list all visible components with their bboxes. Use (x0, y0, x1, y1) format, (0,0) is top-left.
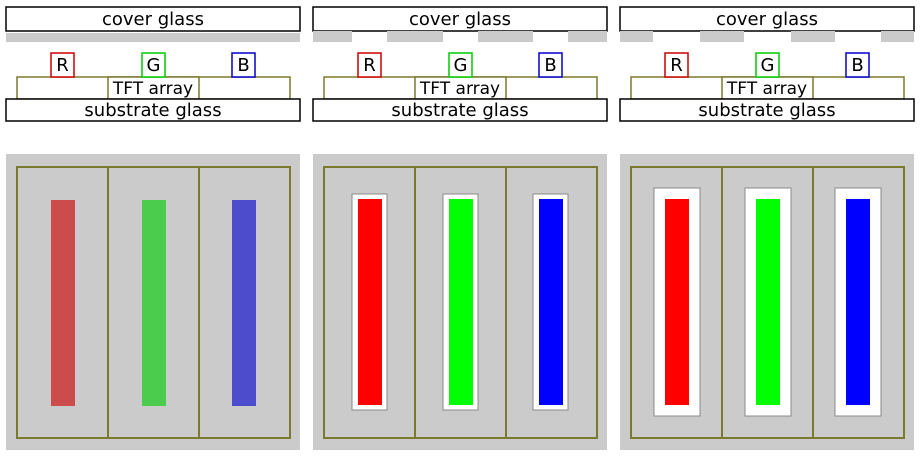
red-subpixel-1 (51, 200, 75, 406)
r-subpixel-box-2 (357, 52, 382, 78)
pixel-frame-2 (323, 166, 598, 439)
tft-array-label-3: TFT array (726, 79, 807, 99)
g-label-3: G (761, 55, 775, 76)
cover-glass-label-2: cover glass (409, 9, 511, 30)
pixel-view-3 (620, 154, 914, 450)
blue-subpixel-3 (846, 199, 870, 405)
pixel-view-2 (313, 154, 607, 450)
cover-glass-1 (5, 6, 301, 32)
substrate-glass-label-2: substrate glass (391, 100, 528, 121)
b-label-3: B (851, 55, 863, 76)
substrate-glass-1 (5, 98, 301, 122)
blue-subpixel-1 (232, 200, 256, 406)
cover-glass-label-1: cover glass (102, 9, 204, 30)
b-label-2: B (544, 55, 556, 76)
g-subpixel-box-3 (755, 52, 780, 78)
green-subpixel-3 (756, 199, 780, 405)
substrate-glass-2 (312, 98, 608, 122)
substrate-glass-label-3: substrate glass (698, 100, 835, 121)
red-subpixel-3 (665, 199, 689, 405)
black-matrix-layer-2 (313, 31, 607, 42)
blue-subpixel-2 (539, 199, 563, 405)
r-subpixel-box-1 (50, 52, 75, 78)
pixel-frame-3 (630, 166, 905, 439)
b-subpixel-box-2 (538, 52, 563, 78)
black-matrix-layer-1 (6, 33, 300, 42)
cross-section-3: cover glass TFT array R G B substrate gl… (619, 6, 915, 122)
b-label-1: B (237, 55, 249, 76)
g-subpixel-box-1 (141, 52, 166, 78)
cover-glass-3 (619, 6, 915, 32)
r-label-3: R (670, 55, 683, 76)
cross-section-1: cover glass TFT array R G B substrate gl… (5, 6, 301, 122)
r-label-1: R (56, 55, 69, 76)
cross-section-2: cover glass TFT array R G B substrate gl… (312, 6, 608, 122)
cover-glass-2 (312, 6, 608, 32)
black-matrix-layer-3 (620, 31, 914, 42)
r-label-2: R (363, 55, 376, 76)
g-label-2: G (454, 55, 468, 76)
red-subpixel-2 (358, 199, 382, 405)
substrate-glass-3 (619, 98, 915, 122)
cover-glass-label-3: cover glass (716, 9, 818, 30)
g-subpixel-box-2 (448, 52, 473, 78)
substrate-glass-label-1: substrate glass (84, 100, 221, 121)
tft-array-label-1: TFT array (112, 79, 193, 99)
g-label-1: G (147, 55, 161, 76)
b-subpixel-box-1 (231, 52, 256, 78)
green-subpixel-1 (142, 200, 166, 406)
green-subpixel-2 (449, 199, 473, 405)
r-subpixel-box-3 (664, 52, 689, 78)
tft-array-label-2: TFT array (419, 79, 500, 99)
b-subpixel-box-3 (845, 52, 870, 78)
pixel-frame-1 (16, 166, 291, 439)
pixel-view-1 (6, 154, 300, 450)
